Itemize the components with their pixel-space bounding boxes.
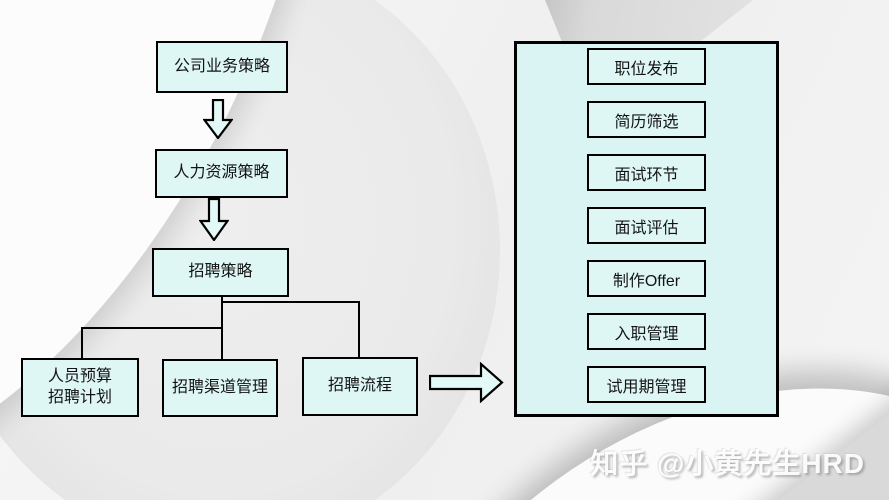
- flow-node-recruitment-process: 招聘流程: [302, 357, 418, 416]
- process-step-label: 职位发布: [614, 60, 679, 78]
- process-step-label: 制作Offer: [612, 272, 681, 290]
- flow-node-label: 招聘策略: [188, 263, 253, 281]
- down-arrow-icon: [199, 198, 229, 241]
- flow-node-hr-strategy: 人力资源策略: [155, 149, 288, 198]
- process-step-label: 面试环节: [614, 166, 679, 184]
- flow-node-label: 招聘渠道管理: [171, 378, 268, 396]
- connector-line: [358, 301, 360, 357]
- process-step-label: 简历筛选: [614, 113, 679, 131]
- connector-line: [222, 301, 360, 303]
- process-step-probation-management: 试用期管理: [587, 366, 706, 403]
- process-step-onboarding-management: 入职管理: [587, 313, 706, 350]
- process-step-job-posting: 职位发布: [587, 48, 706, 85]
- connector-line: [81, 327, 223, 329]
- flow-node-label: 招聘流程: [327, 377, 392, 395]
- process-step-interview-stage: 面试环节: [587, 154, 706, 191]
- right-arrow-icon: [429, 362, 504, 403]
- flow-node-channel-management: 招聘渠道管理: [162, 359, 278, 417]
- flow-node-recruitment-strategy: 招聘策略: [152, 248, 289, 297]
- watermark-text: 知乎 @小黄先生HRD: [590, 448, 865, 479]
- connector-line: [81, 327, 83, 358]
- flow-node-label-line1: 人员预算: [47, 367, 112, 385]
- process-step-interview-evaluation: 面试评估: [587, 207, 706, 244]
- flow-node-company-business-strategy: 公司业务策略: [156, 41, 288, 93]
- process-step-make-offer: 制作Offer: [587, 260, 706, 297]
- process-step-resume-screening: 简历筛选: [587, 101, 706, 138]
- process-step-label: 入职管理: [614, 325, 679, 343]
- flow-node-label: 人力资源策略: [173, 164, 270, 182]
- flow-node-label-line2: 招聘计划: [47, 388, 112, 406]
- process-panel: 职位发布 简历筛选 面试环节 面试评估 制作Offer 入职管理 试用期管理: [514, 41, 779, 417]
- flow-node-budget-plan: 人员预算 招聘计划: [21, 358, 139, 417]
- flow-node-label: 公司业务策略: [173, 57, 270, 75]
- process-step-label: 面试评估: [614, 219, 679, 237]
- process-step-label: 试用期管理: [606, 378, 687, 396]
- down-arrow-icon: [203, 99, 233, 139]
